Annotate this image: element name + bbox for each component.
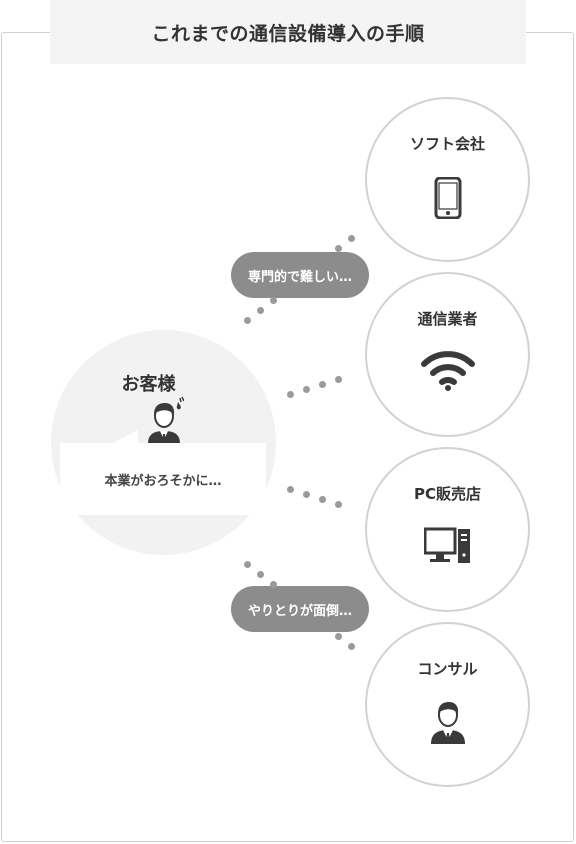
provider-software-company: ソフト会社 xyxy=(365,97,530,262)
connector-dot xyxy=(257,571,264,578)
callout-text: やりとりが面倒… xyxy=(247,603,352,619)
connector-dot xyxy=(303,491,310,498)
connector-dot xyxy=(244,317,251,324)
smartphone-icon xyxy=(434,177,461,219)
worried-person-icon xyxy=(148,396,184,444)
connector-dot xyxy=(287,486,294,493)
connector-dot xyxy=(257,307,264,314)
callout-text: 専門的で難しい… xyxy=(247,269,352,285)
connector-dot xyxy=(348,643,355,650)
connector-dot xyxy=(270,581,277,588)
connector-dot xyxy=(244,561,251,568)
desktop-pc-icon xyxy=(423,527,470,563)
connector-dot xyxy=(335,633,342,640)
connector-dot xyxy=(319,496,326,503)
connector-dot xyxy=(270,297,277,304)
connector-dot xyxy=(335,501,342,508)
customer-speech-bubble: 本業がおろそかに… xyxy=(60,443,266,515)
page-title: これまでの通信設備導入の手順 xyxy=(151,22,425,45)
provider-label: コンサル xyxy=(417,660,478,678)
wifi-icon xyxy=(420,351,475,391)
customer-speech-text: 本業がおろそかに… xyxy=(104,473,222,489)
provider-telecom-carrier: 通信業者 xyxy=(365,272,530,437)
connector-dot xyxy=(335,245,342,252)
connector-dot xyxy=(287,391,294,398)
businessman-icon xyxy=(430,702,465,744)
customer-label: お客様 xyxy=(121,374,176,395)
speech-tail xyxy=(112,430,138,444)
connector-dot xyxy=(319,381,326,388)
provider-label: PC販売店 xyxy=(413,485,481,503)
provider-consultant: コンサル xyxy=(365,622,530,787)
connector-dot xyxy=(335,376,342,383)
provider-pc-shop: PC販売店 xyxy=(365,447,530,612)
title-tab: これまでの通信設備導入の手順 xyxy=(50,0,526,64)
callout-tedious-communication: やりとりが面倒… xyxy=(231,586,369,632)
connector-dot xyxy=(303,386,310,393)
provider-label: 通信業者 xyxy=(417,310,478,328)
provider-label: ソフト会社 xyxy=(409,135,485,153)
connector-dot xyxy=(348,235,355,242)
callout-too-technical: 専門的で難しい… xyxy=(231,252,369,298)
